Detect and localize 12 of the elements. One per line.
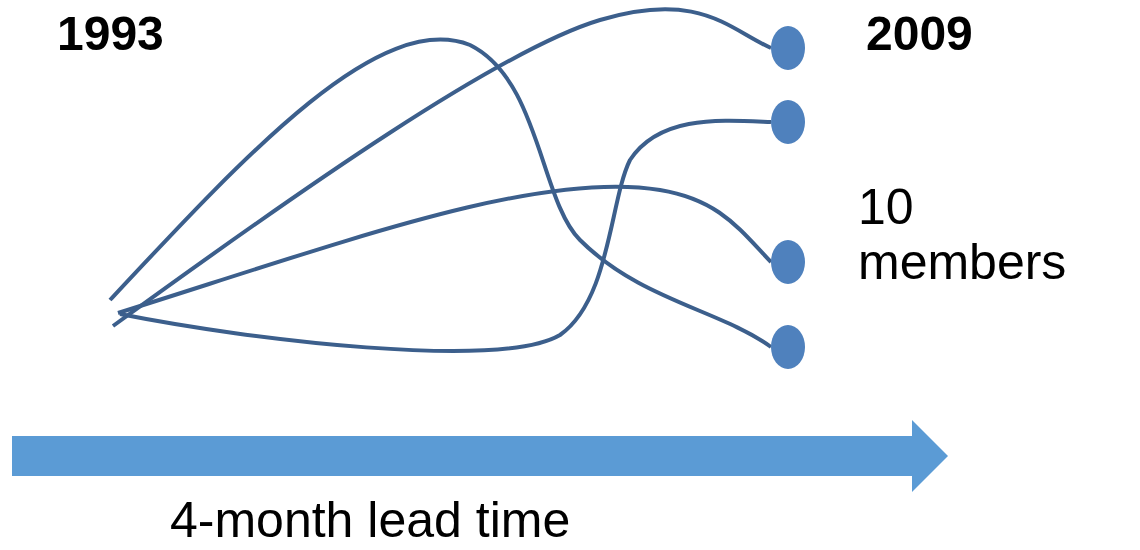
member-dot xyxy=(771,100,805,144)
member-count-label: 10 members xyxy=(858,180,1068,290)
lead-time-label: 4-month lead time xyxy=(170,493,572,548)
member-dot xyxy=(771,26,805,70)
member-dot xyxy=(771,240,805,284)
curve-line xyxy=(117,184,773,315)
year-label: 1993 xyxy=(57,8,164,61)
curve-line xyxy=(108,38,773,349)
member-dot xyxy=(771,325,805,369)
year-label: 2009 xyxy=(866,8,973,61)
curve-line xyxy=(119,118,772,353)
curve-line xyxy=(111,7,772,328)
